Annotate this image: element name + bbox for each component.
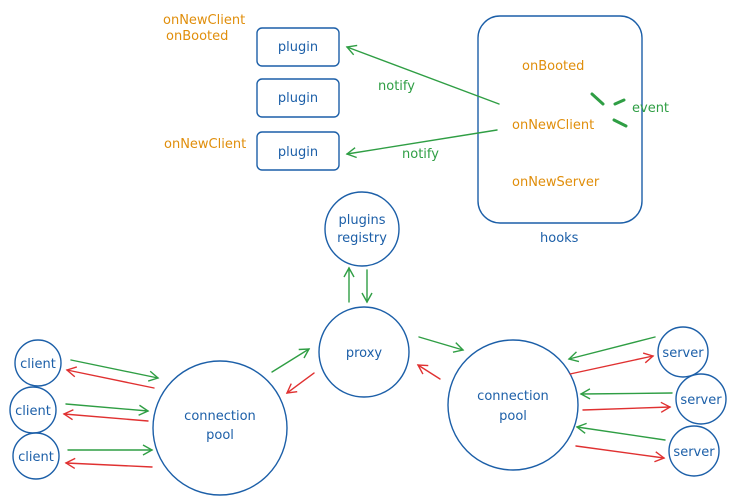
plugin-label-3: plugin: [278, 145, 318, 160]
notify-label-bottom: notify: [402, 147, 439, 162]
plugin-label-1: plugin: [278, 40, 318, 55]
client-label-3: client: [18, 450, 54, 465]
hook-onnewserver: onNewServer: [512, 175, 600, 190]
plugin-box-1: [256, 27, 340, 67]
registry-label-line2: registry: [337, 231, 387, 246]
server-pool-label-line2: pool: [499, 409, 527, 424]
server-1-request-arrow: [567, 336, 656, 363]
notify-label-top: notify: [378, 79, 415, 94]
client-node-1: [14, 339, 62, 387]
plugin-label-2: plugin: [278, 91, 318, 106]
client-pool-to-proxy-arrow: [271, 348, 311, 373]
hook-onbooted: onBooted: [522, 59, 584, 74]
plugin-box-3: [256, 131, 340, 171]
registry-label-line1: plugins: [339, 213, 386, 228]
event-label: event: [632, 101, 669, 116]
client-connection-pool: [152, 360, 288, 496]
server-connection-pool: [447, 339, 579, 471]
client-label-1: client: [20, 357, 56, 372]
client-2-request-arrow: [65, 403, 150, 416]
client-3-response-arrow: [64, 457, 153, 470]
server-node-2: [675, 373, 727, 425]
event-burst-icon: [590, 92, 628, 128]
server-node-3: [668, 425, 720, 477]
proxy-to-server-pool-arrow: [418, 336, 465, 353]
client-pool-label-line1: connection: [184, 409, 256, 424]
plugin-box-2: [256, 78, 340, 118]
plugin-3-hook-onnewclient: onNewClient: [164, 137, 246, 152]
server-3-request-arrow: [575, 422, 666, 441]
proxy-node: [318, 306, 410, 398]
hooks-label: hooks: [540, 231, 579, 246]
server-pool-to-proxy-arrow: [416, 364, 441, 380]
notify-arrow-top: [345, 44, 500, 105]
server-node-1: [657, 326, 709, 378]
server-pool-label-line1: connection: [477, 389, 549, 404]
client-node-3: [12, 432, 60, 480]
hook-onnewclient: onNewClient: [512, 118, 594, 133]
hooks-box: [477, 15, 643, 224]
plugins-registry-node: [324, 191, 400, 267]
client-label-2: client: [15, 404, 51, 419]
client-1-response-arrow: [65, 366, 155, 389]
plugin-1-hook-onnewclient: onNewClient: [163, 13, 245, 28]
proxy-to-client-pool-arrow: [285, 372, 315, 394]
server-label-1: server: [662, 346, 704, 361]
server-3-response-arrow: [575, 445, 666, 463]
client-2-response-arrow: [62, 409, 149, 422]
client-1-request-arrow: [70, 359, 160, 382]
server-label-2: server: [680, 393, 722, 408]
server-2-request-arrow: [579, 388, 673, 400]
client-pool-label-line2: pool: [206, 428, 234, 443]
notify-arrow-bottom: [345, 129, 498, 159]
plugin-1-hook-onbooted: onBooted: [166, 29, 228, 44]
server-label-3: server: [673, 445, 715, 460]
server-1-response-arrow: [569, 352, 655, 375]
server-2-response-arrow: [582, 401, 672, 413]
proxy-label: proxy: [346, 346, 383, 361]
